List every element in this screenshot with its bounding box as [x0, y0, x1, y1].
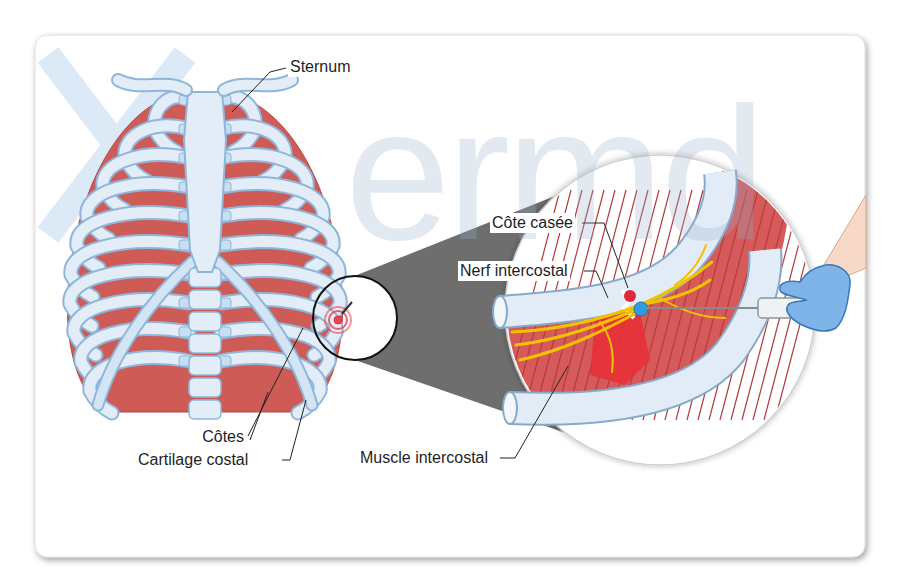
nerve [640, 280, 710, 305]
part-label: Côte casée [490, 213, 575, 233]
zoom-spot-ground [313, 276, 397, 360]
vertebra [189, 400, 221, 419]
rib-cut-end [503, 392, 517, 424]
watermark: ermd [345, 78, 762, 268]
clavicle [118, 80, 186, 90]
vertebra [189, 312, 221, 331]
costal-arch [98, 262, 312, 405]
cartilage [98, 262, 192, 405]
rib-cut-end [493, 296, 507, 328]
card [35, 35, 865, 557]
part-label: Côtes [200, 427, 246, 447]
cartilage-outline [98, 262, 192, 405]
pain-dot [334, 316, 342, 324]
nerve [516, 308, 640, 345]
vertebra [189, 378, 221, 397]
part-label: Muscle intercostal [358, 448, 490, 468]
clavicles [118, 80, 292, 90]
part-label: Sternum [288, 57, 352, 77]
needle-icon [342, 302, 352, 314]
leader-line [500, 366, 568, 458]
leader-line [250, 392, 268, 440]
vertebra [189, 290, 221, 309]
spine [189, 268, 221, 419]
pain-mark [325, 302, 352, 333]
part-label: Nerf intercostal [458, 261, 570, 281]
cartilage [218, 262, 312, 405]
sternum-bone [184, 92, 226, 272]
fracture-bleed [624, 290, 636, 302]
nerve-branch [600, 322, 613, 372]
cartilage-outline [218, 262, 312, 405]
part-label: Cartilage costal [136, 450, 250, 470]
zoom-spot [313, 276, 397, 360]
leader-line [282, 400, 306, 460]
leader-line [232, 68, 286, 112]
pain-ring [329, 311, 347, 329]
needle [646, 307, 760, 309]
gloved-hand [780, 265, 850, 331]
vertebra [189, 334, 221, 353]
leader-line [248, 328, 303, 436]
injection-point [634, 302, 648, 316]
rib-cage [67, 80, 342, 419]
vertebra [189, 356, 221, 375]
clavicle-outline [118, 80, 186, 90]
nerve [520, 310, 642, 360]
pain-ring [325, 307, 351, 333]
leader-line [584, 271, 608, 298]
